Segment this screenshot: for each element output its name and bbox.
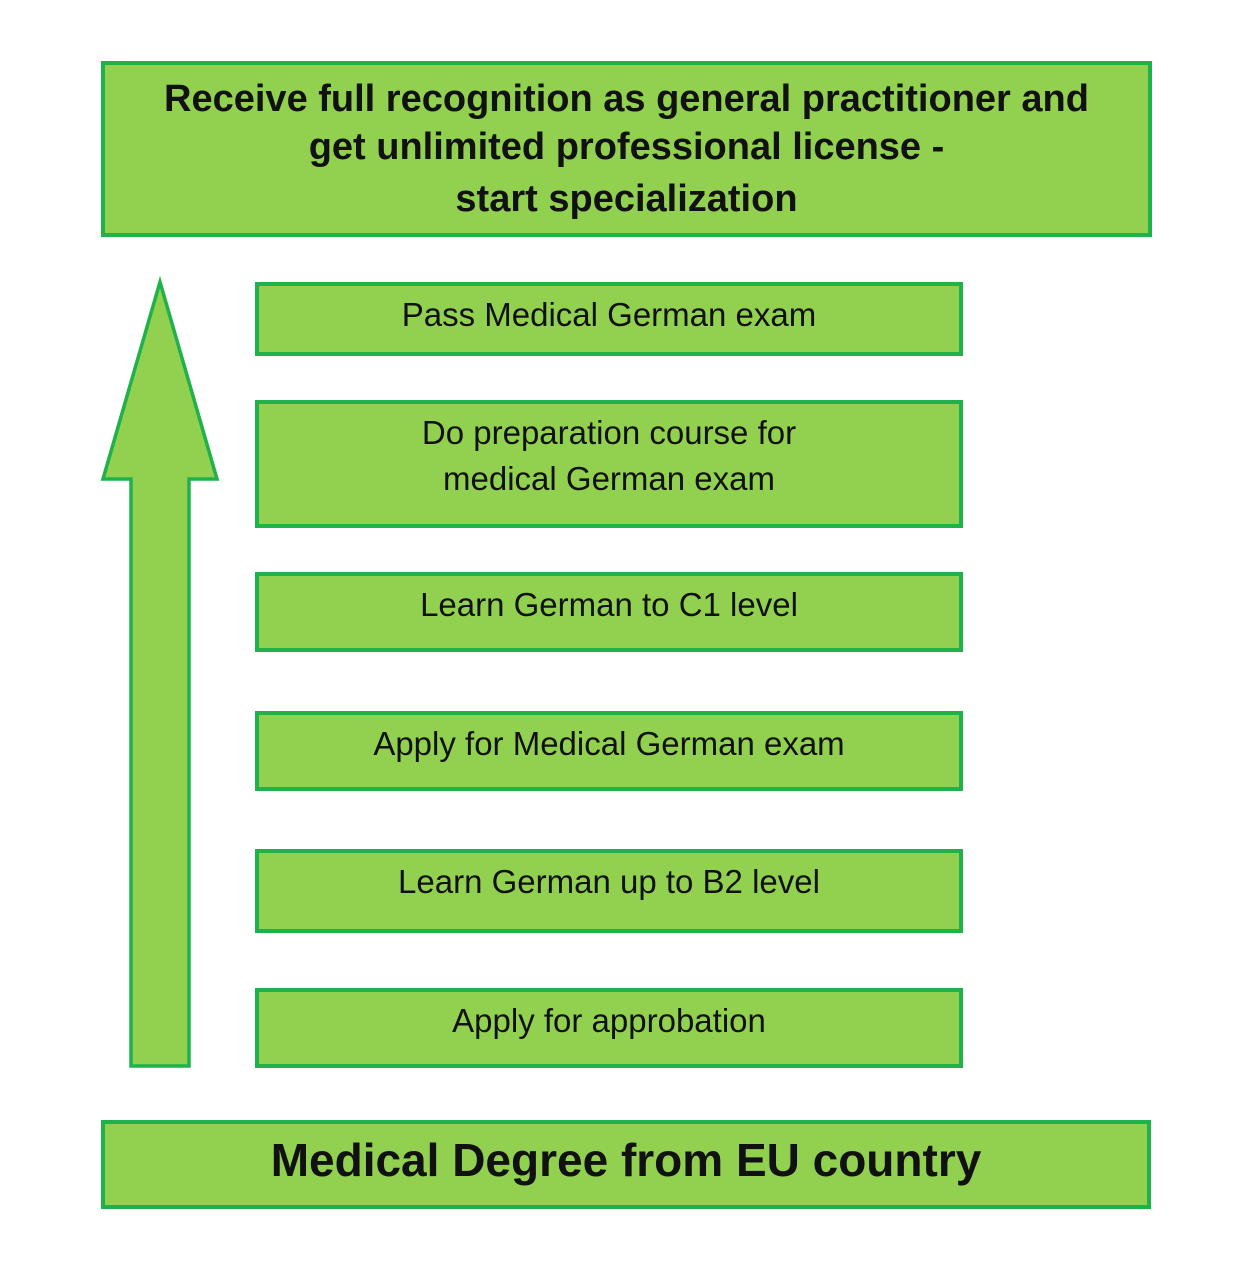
step-text: Learn German to C1 level (420, 582, 798, 628)
up-arrow-icon (100, 276, 220, 1068)
step-text: Apply for Medical German exam (373, 721, 844, 767)
goal-box: Receive full recognition as general prac… (101, 61, 1152, 237)
goal-line-1: Receive full recognition as general prac… (164, 78, 1089, 120)
up-arrow-shape (100, 276, 220, 1068)
step-line: Learn German up to B2 level (398, 863, 820, 900)
step-apply-medical-german-exam: Apply for Medical German exam (255, 711, 963, 791)
step-learn-german-b2: Learn German up to B2 level (255, 849, 963, 933)
step-learn-german-c1: Learn German to C1 level (255, 572, 963, 652)
step-text: Apply for approbation (452, 998, 766, 1044)
goal-line-2: get unlimited professional license - (308, 126, 945, 168)
step-text: Pass Medical German exam (402, 292, 816, 338)
step-line: medical German exam (443, 460, 775, 497)
step-text: Learn German up to B2 level (398, 859, 820, 905)
base-label: Medical Degree from EU country (270, 1134, 982, 1186)
goal-text: Receive full recognition as general prac… (164, 75, 1089, 223)
step-text: Do preparation course for medical German… (422, 410, 796, 502)
step-line: Learn German to C1 level (420, 586, 798, 623)
goal-line-3: start specialization (455, 178, 798, 220)
step-pass-medical-german-exam: Pass Medical German exam (255, 282, 963, 356)
step-line: Apply for approbation (452, 1002, 766, 1039)
step-preparation-course: Do preparation course for medical German… (255, 400, 963, 528)
base-box: Medical Degree from EU country (101, 1120, 1151, 1209)
step-apply-approbation: Apply for approbation (255, 988, 963, 1068)
step-line: Pass Medical German exam (401, 296, 817, 333)
step-line: Do preparation course for (421, 414, 797, 451)
step-line: Apply for Medical German exam (373, 725, 845, 762)
